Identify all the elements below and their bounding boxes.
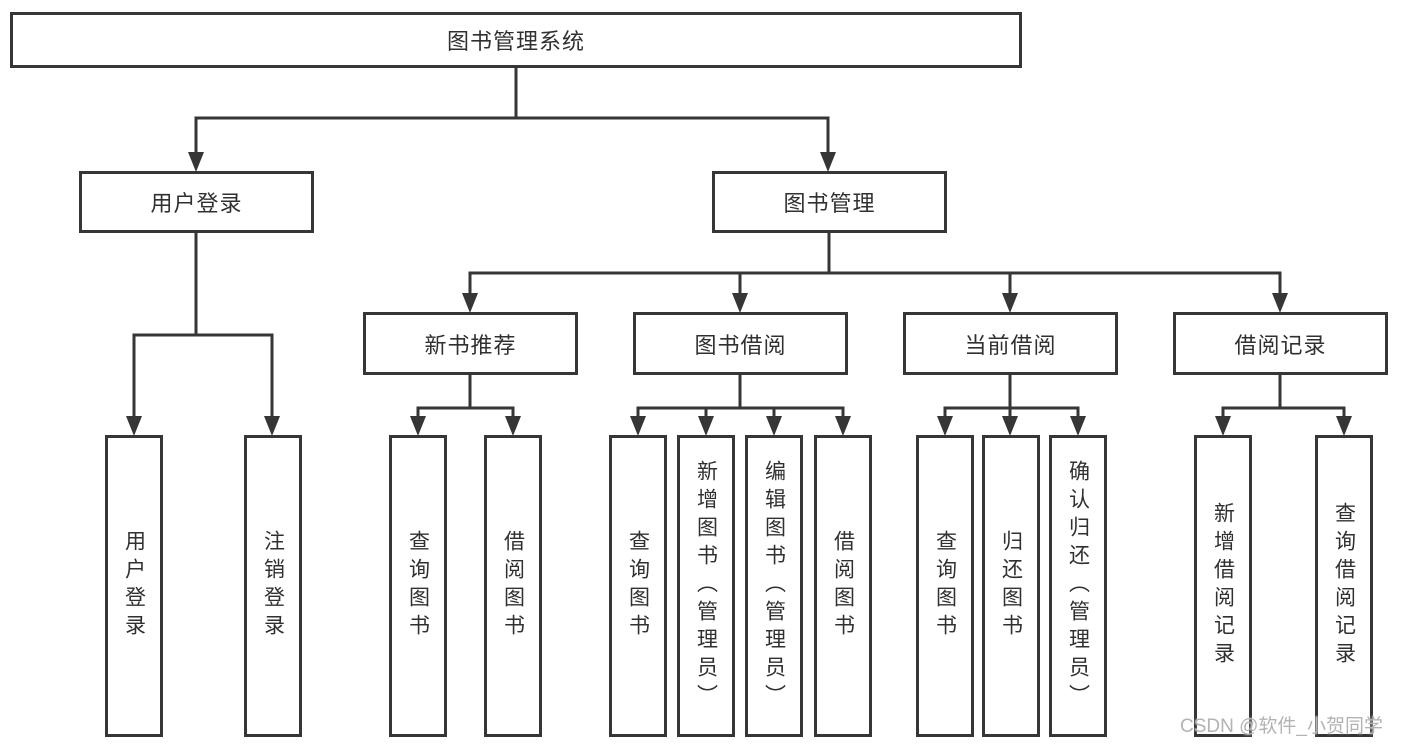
leaf-user-login: 用户登录: [105, 435, 163, 737]
node-label: 新书推荐: [424, 332, 517, 358]
leaf-borrow-books-borrowing: 借阅图书: [814, 435, 872, 737]
connector-borrow-record-branch: [1221, 375, 1346, 416]
leaf-query-books-recommend: 查询图书: [389, 435, 447, 737]
connector-current-borrow-branch: [943, 375, 1080, 416]
connector-new-book-branch: [416, 375, 515, 416]
node-label: 图书管理: [783, 191, 876, 216]
leaf-label: 新增借阅记录: [1211, 502, 1235, 670]
csdn-watermark: CSDN @软件_小贺同学: [1180, 716, 1383, 737]
leaf-label: 借阅图书: [501, 530, 525, 642]
node-library-management-system: 图书管理系统: [10, 12, 1022, 68]
leaf-label: 确认归还（管理员）: [1066, 460, 1090, 712]
node-label: 图书借阅: [694, 332, 787, 358]
leaf-add-borrow-record: 新增借阅记录: [1194, 435, 1252, 737]
leaf-confirm-return-admin: 确认归还（管理员）: [1049, 435, 1107, 737]
node-book-borrowing: 图书借阅: [633, 312, 848, 375]
leaf-query-borrow-record: 查询借阅记录: [1315, 435, 1373, 737]
leaf-label: 归还图书: [999, 530, 1023, 642]
arrowheads-user-login-branch: [126, 416, 280, 436]
leaf-label: 编辑图书（管理员）: [762, 460, 786, 712]
leaf-label: 查询借阅记录: [1332, 502, 1356, 670]
arrowheads-level2: [188, 152, 836, 172]
connector-root-to-level2: [194, 68, 830, 152]
leaf-label: 用户登录: [122, 530, 146, 642]
arrowheads-level3: [462, 293, 1288, 313]
connector-book-management-branch: [468, 233, 1282, 293]
leaf-label: 注销登录: [261, 530, 285, 642]
node-new-book-recommendation: 新书推荐: [363, 312, 578, 375]
leaf-query-books-borrowing: 查询图书: [609, 435, 667, 737]
leaf-return-books: 归还图书: [982, 435, 1040, 737]
node-label: 当前借阅: [964, 332, 1057, 358]
node-book-management: 图书管理: [712, 171, 947, 233]
leaf-label: 新增图书（管理员）: [694, 460, 718, 712]
arrowheads-new-book-branch: [410, 416, 521, 436]
leaf-logout: 注销登录: [244, 435, 302, 737]
leaf-query-books-current: 查询图书: [916, 435, 974, 737]
leaf-add-books-admin: 新增图书（管理员）: [677, 435, 735, 737]
node-user-login: 用户登录: [79, 171, 314, 233]
node-label: 借阅记录: [1234, 332, 1327, 358]
connector-book-borrow-branch: [636, 375, 845, 416]
node-label: 用户登录: [150, 191, 243, 216]
arrowheads-current-borrow-branch: [937, 416, 1086, 436]
node-label: 图书管理系统: [446, 29, 585, 54]
connector-user-login-branch: [132, 233, 274, 416]
leaf-label: 查询图书: [626, 530, 650, 642]
arrowheads-book-borrow-branch: [630, 416, 851, 436]
node-current-borrowing: 当前借阅: [903, 312, 1118, 375]
leaf-label: 借阅图书: [831, 530, 855, 642]
leaf-edit-books-admin: 编辑图书（管理员）: [745, 435, 803, 737]
node-borrowing-records: 借阅记录: [1173, 312, 1388, 375]
leaf-label: 查询图书: [933, 530, 957, 642]
leaf-borrow-books-recommend: 借阅图书: [484, 435, 542, 737]
leaf-label: 查询图书: [406, 530, 430, 642]
arrowheads-borrow-record-branch: [1215, 416, 1352, 436]
